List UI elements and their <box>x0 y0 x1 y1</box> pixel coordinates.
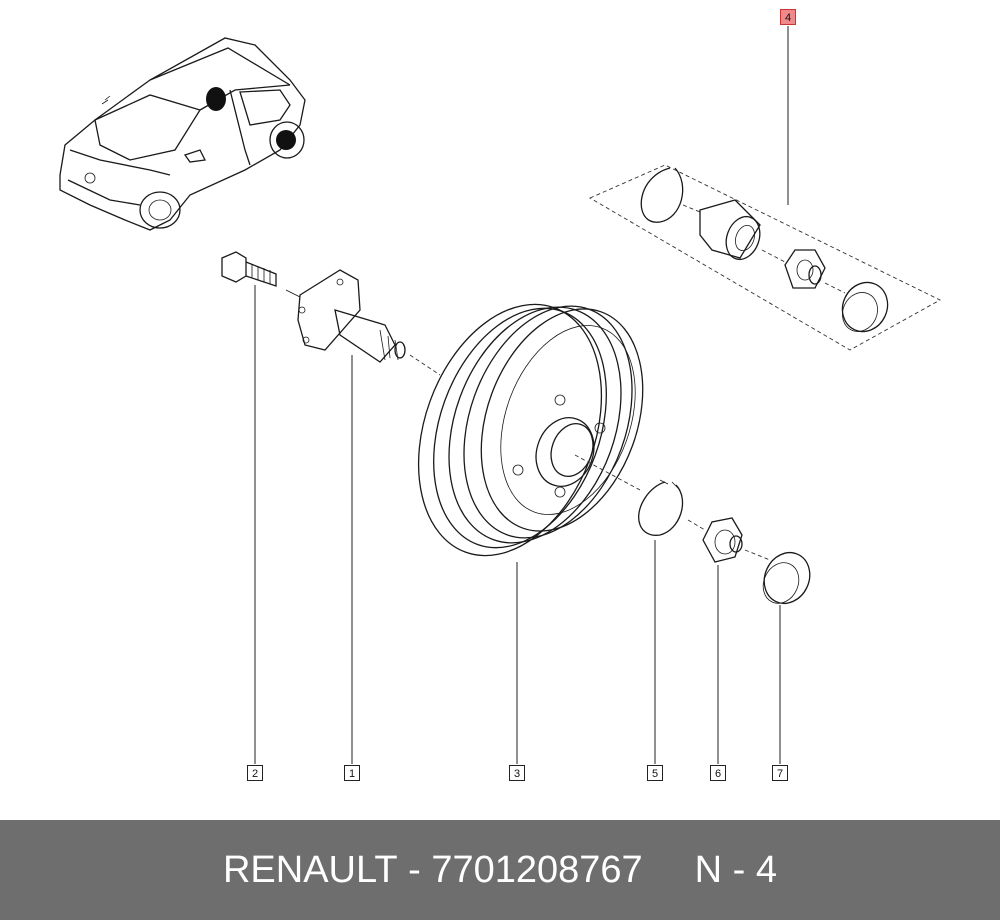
brake-drum <box>417 303 644 557</box>
callout-7: 7 <box>772 765 788 781</box>
footer-brand: RENAULT <box>222 848 398 891</box>
leader-lines <box>254 26 789 764</box>
stub-axle <box>297 269 441 376</box>
footer-separator: - <box>397 848 432 891</box>
exploded-parts-diagram <box>59 26 941 764</box>
bearing-kit <box>589 164 941 351</box>
callout-5: 5 <box>647 765 663 781</box>
callout-3: 3 <box>509 765 525 781</box>
hub-nut <box>702 517 771 563</box>
car-thumbnail <box>59 37 306 231</box>
wheel-bolt <box>221 251 301 298</box>
grease-cap <box>762 552 811 604</box>
footer-banner: RENAULT - 7701208767 N - 4 <box>0 820 1000 920</box>
circlip <box>638 479 706 536</box>
footer-ref-label: N - 4 <box>694 848 778 891</box>
callout-2: 2 <box>247 765 263 781</box>
callout-4: 4 <box>780 9 796 25</box>
callout-1: 1 <box>344 765 360 781</box>
callout-6: 6 <box>710 765 726 781</box>
footer-part-number: 7701208767 <box>431 848 643 891</box>
